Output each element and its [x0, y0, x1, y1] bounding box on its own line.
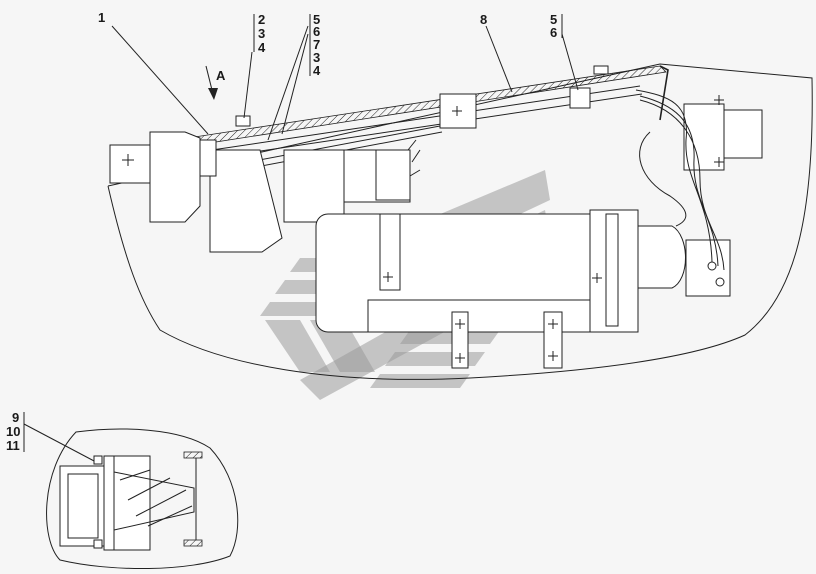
right-connector-cap [723, 109, 763, 159]
main-view [107, 63, 813, 380]
inset-housing [59, 465, 107, 547]
inset-tube-top [183, 451, 203, 459]
detail-inset [46, 428, 239, 570]
cover-end-flange [659, 65, 669, 121]
mount-block [283, 149, 345, 223]
inset-tube-bottom [183, 539, 203, 547]
callout-10: 10 [6, 424, 20, 439]
inset-inner [67, 473, 99, 539]
right-clamp [569, 87, 591, 109]
callout-5a: 5 [313, 12, 320, 27]
inset-spring-coils [119, 469, 193, 527]
main-housing [315, 213, 633, 333]
leader-lines [23, 14, 579, 463]
inset-cap [113, 455, 151, 551]
lower-housing [209, 149, 283, 253]
callout-3: 3 [258, 26, 265, 41]
callout-2: 2 [258, 12, 265, 27]
cutaway-boundary [107, 63, 813, 380]
vertical-strap-1 [379, 213, 401, 291]
flange-body [149, 131, 201, 223]
left-bracket [235, 115, 251, 127]
callout-6a: 6 [313, 24, 320, 39]
vertical-strap-2 [451, 311, 469, 369]
connector-plug [375, 149, 411, 201]
top-bracket [593, 65, 609, 75]
callout-7: 7 [313, 37, 320, 52]
inset-spring-cone [113, 471, 195, 531]
left-box [109, 144, 151, 184]
callout-3b: 3 [313, 50, 320, 65]
callout-8: 8 [480, 12, 487, 27]
callout-9: 9 [12, 410, 19, 425]
cylinder-head [637, 225, 686, 289]
callout-1: 1 [98, 10, 105, 25]
inset-flange [103, 455, 115, 551]
callout-6b: 6 [550, 25, 557, 40]
cover-plate [187, 65, 667, 147]
view-arrow-a: A [205, 65, 226, 100]
wire-loop [639, 131, 687, 227]
cylinder-ring [605, 213, 619, 327]
inset-boundary [46, 428, 239, 570]
callout-4b: 4 [313, 63, 321, 78]
callout-4: 4 [258, 40, 266, 55]
view-label: A [216, 68, 226, 83]
bracket-block [199, 139, 217, 177]
callout-labels: 1 2 3 4 5 6 7 3 4 8 5 6 9 10 11 [6, 10, 557, 453]
callout-5b: 5 [550, 12, 557, 27]
wire-bundle-small [407, 139, 421, 177]
wire-harness [635, 89, 725, 271]
vertical-strap-3 [543, 311, 563, 369]
callout-11: 11 [6, 438, 20, 453]
